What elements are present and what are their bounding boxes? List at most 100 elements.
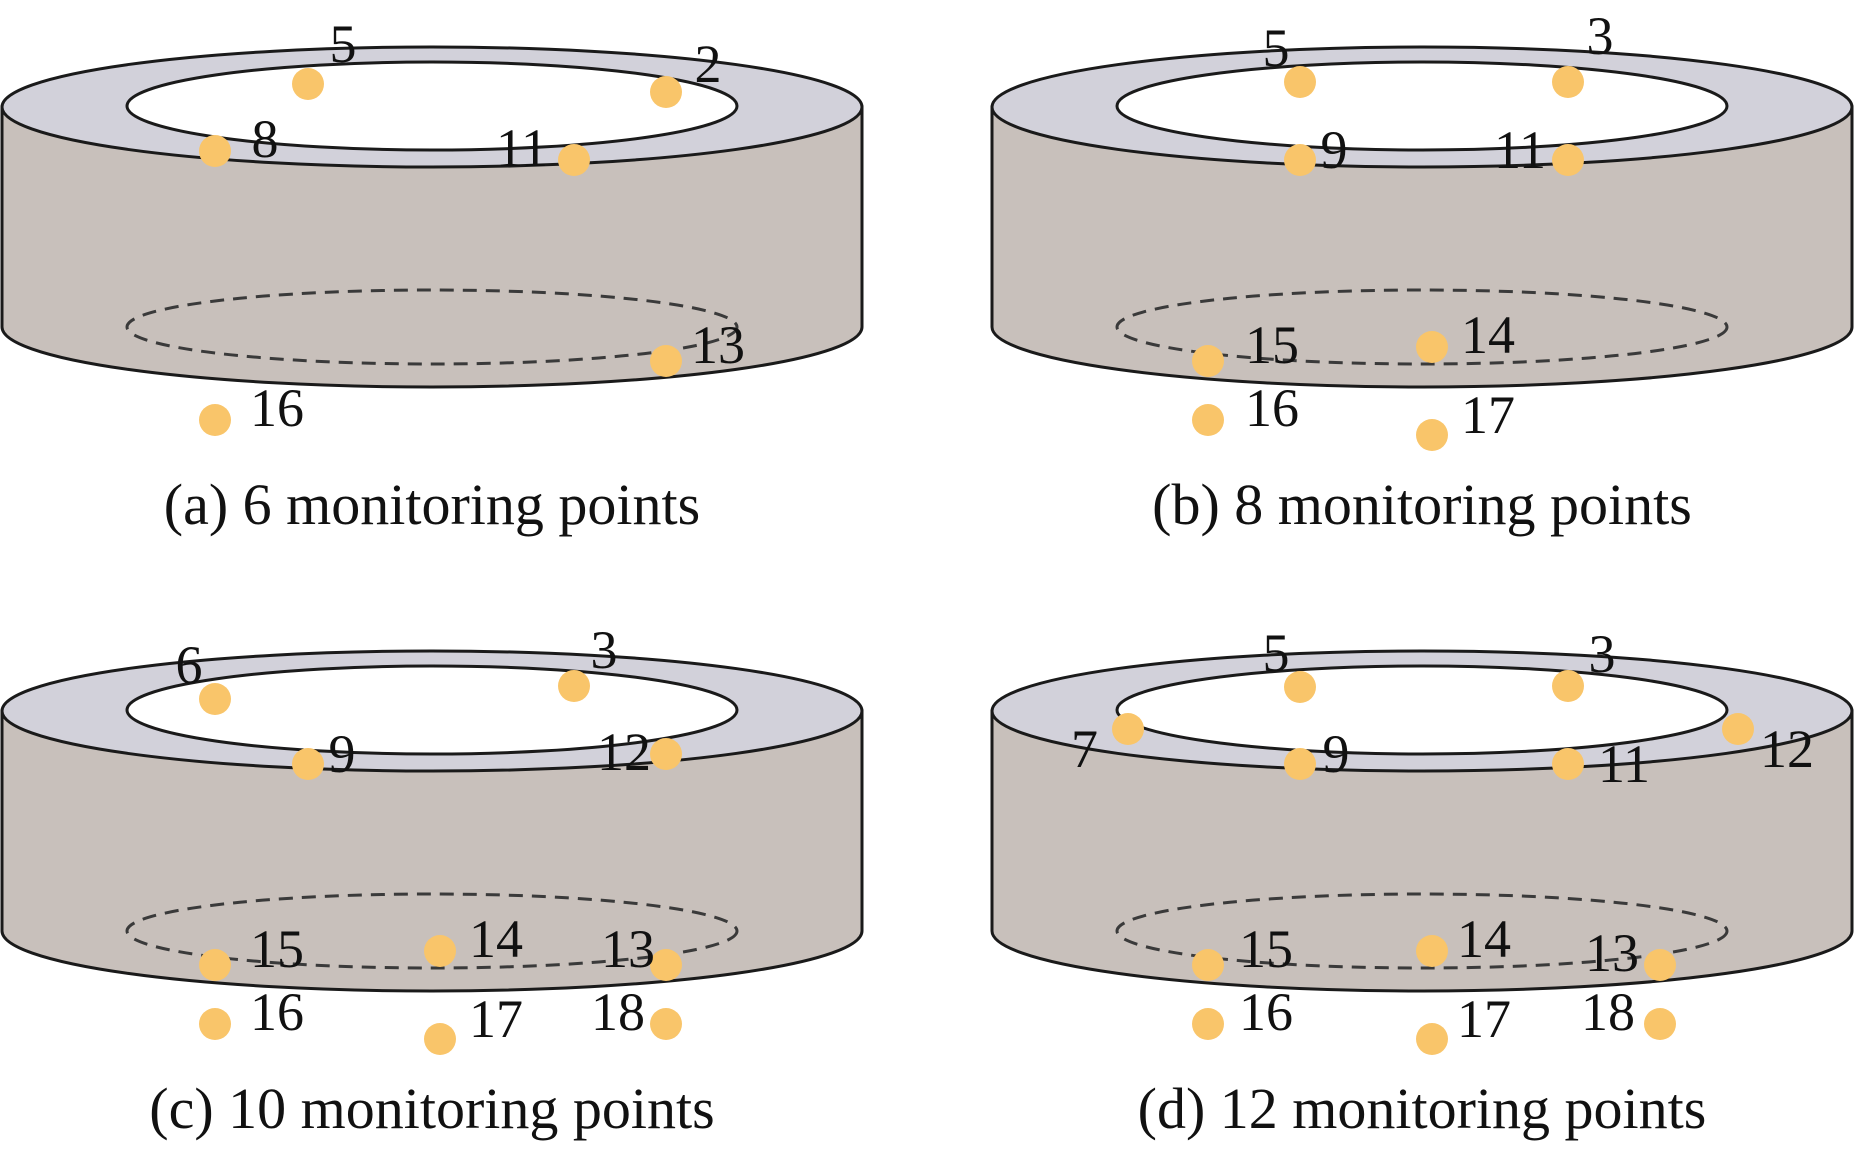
monitoring-point-label: 13 [601,919,655,979]
monitoring-point: 17 [1416,385,1515,451]
monitoring-point: 16 [1192,982,1293,1042]
monitoring-point-label: 9 [1323,724,1350,784]
panel-caption: (b) 8 monitoring points [1152,472,1692,537]
monitoring-point-marker [1416,331,1448,363]
monitoring-point-marker [650,949,682,981]
monitoring-point: 16 [1192,378,1299,438]
inner-bottom-contour [125,288,739,366]
monitoring-point-label: 3 [591,620,618,680]
panel-caption: (a) 6 monitoring points [164,472,700,537]
cylinder-wall [990,709,1854,993]
monitoring-point: 16 [199,982,304,1042]
monitoring-point-marker [1192,404,1224,436]
monitoring-point-marker [199,1008,231,1040]
monitoring-point-marker [1644,949,1676,981]
monitoring-point-marker [650,738,682,770]
monitoring-point: 5 [292,14,357,100]
monitoring-point: 2 [650,34,722,108]
monitoring-point-label: 3 [1587,6,1614,66]
monitoring-point-label: 18 [591,982,645,1042]
monitoring-point-marker [199,404,231,436]
monitoring-point: 7 [1071,713,1144,779]
monitoring-point-label: 9 [329,724,356,784]
monitoring-point-label: 12 [597,722,651,782]
monitoring-point: 3 [558,620,618,702]
monitoring-point: 12 [597,722,682,782]
monitoring-point: 13 [650,315,745,377]
monitoring-point-label: 14 [1457,909,1511,969]
monitoring-point-label: 14 [469,909,523,969]
monitoring-point-marker [424,935,456,967]
monitoring-point-label: 8 [252,109,279,169]
monitoring-point: 3 [1552,624,1616,702]
monitoring-point-marker [199,135,231,167]
monitoring-point: 9 [1284,724,1350,784]
monitoring-point-marker [1552,144,1584,176]
monitoring-point-label: 11 [1598,734,1650,794]
monitoring-point: 6 [176,635,231,715]
monitoring-point-marker [1722,713,1754,745]
monitoring-point: 5 [1263,18,1316,98]
monitoring-point-marker [292,748,324,780]
monitoring-point-label: 3 [1589,624,1616,684]
monitoring-point-label: 16 [1239,982,1293,1042]
monitoring-point: 13 [601,919,682,981]
monitoring-point-label: 5 [1263,18,1290,78]
monitoring-point: 11 [496,118,590,178]
monitoring-point-marker [1112,713,1144,745]
monitoring-point-marker [1552,748,1584,780]
monitoring-point-label: 14 [1461,305,1515,365]
monitoring-point: 14 [1416,909,1511,969]
monitoring-point-label: 11 [1494,120,1546,180]
monitoring-point: 3 [1552,6,1614,98]
monitoring-point-marker [1284,748,1316,780]
cylinder-wall [0,105,864,389]
monitoring-point-marker [1416,419,1448,451]
monitoring-point-marker [292,68,324,100]
monitoring-point-marker [650,1008,682,1040]
monitoring-point-marker [1284,66,1316,98]
monitoring-point: 14 [424,909,523,969]
monitoring-point-label: 5 [330,14,357,74]
cylinder-wall [0,709,864,993]
monitoring-point-label: 13 [691,315,745,375]
monitoring-point-marker [1416,1023,1448,1055]
monitoring-point-label: 6 [176,635,203,695]
monitoring-point-label: 5 [1263,623,1290,683]
inner-bottom-contour [1115,892,1729,970]
panel-caption: (c) 10 monitoring points [149,1076,714,1141]
monitoring-point-marker [558,670,590,702]
cylinder-inner-hole [1115,60,1729,152]
cylinder-body [0,45,864,389]
monitoring-point-marker [558,144,590,176]
monitoring-point-label: 9 [1321,120,1348,180]
monitoring-point: 11 [1552,734,1650,794]
monitoring-point-marker [650,345,682,377]
monitoring-point-marker [199,949,231,981]
monitoring-point-marker [1284,671,1316,703]
monitoring-point-marker [650,76,682,108]
monitoring-point: 14 [1416,305,1515,365]
monitoring-point-label: 17 [1461,385,1515,445]
monitoring-point-marker [1552,670,1584,702]
monitoring-point-marker [424,1023,456,1055]
monitoring-point-label: 18 [1581,982,1635,1042]
monitoring-point-label: 17 [469,989,523,1049]
monitoring-point-label: 13 [1585,923,1639,983]
inner-bottom-contour [1115,288,1729,366]
monitoring-point-label: 16 [250,982,304,1042]
monitoring-point: 9 [292,724,356,784]
panel-c: 6 3 9 12 15 14 13 16 17 18 (c) 10 monitoring point… [0,620,864,1141]
monitoring-point-label: 2 [695,34,722,94]
monitoring-point: 17 [424,989,523,1055]
monitoring-point-label: 15 [1245,315,1299,375]
cylinder-body [990,45,1854,389]
cylinder-body [990,649,1854,993]
cylinder-wall [990,105,1854,389]
monitoring-point-label: 15 [250,919,304,979]
monitoring-point: 18 [1581,982,1676,1042]
